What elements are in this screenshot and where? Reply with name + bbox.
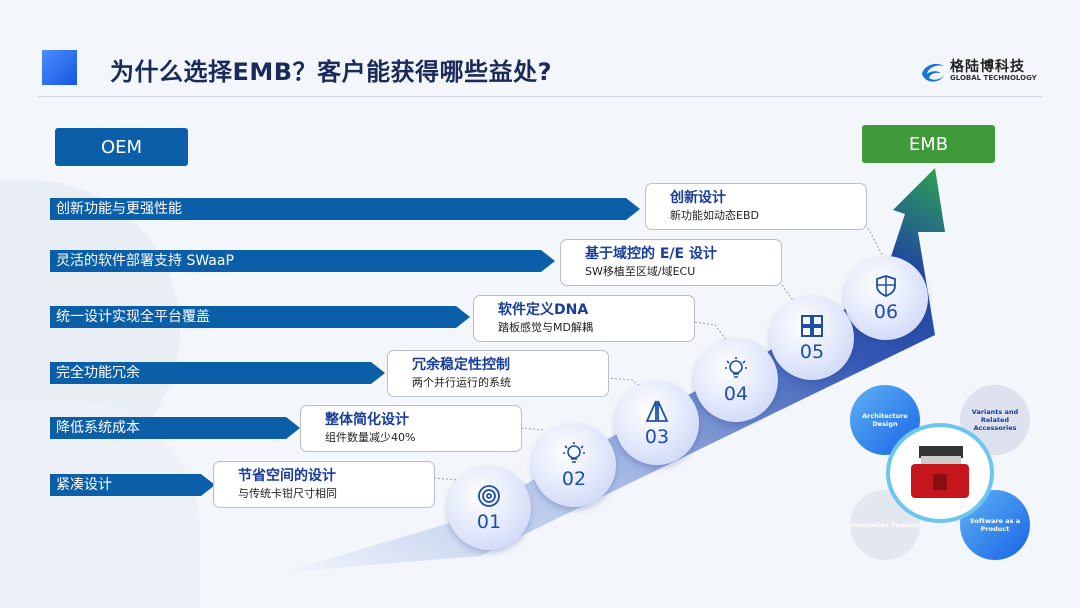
step-number: 04 <box>723 383 749 405</box>
step-node: 04 <box>694 338 778 422</box>
card-title: 冗余稳定性控制 <box>412 357 510 373</box>
shield-icon <box>876 275 896 297</box>
cycle-item: Variants and Related Accessories <box>960 385 1030 455</box>
benefit-bar: 灵活的软件部署支持 SWaaP <box>50 250 555 272</box>
benefit-card: 冗余稳定性控制两个并行运行的系统 <box>387 350 609 397</box>
step-number: 03 <box>644 426 670 448</box>
cycle-ring <box>886 423 994 523</box>
emb-cycle-diagram: Architecture Design Variants and Related… <box>848 385 1038 560</box>
step-node: 01 <box>447 466 531 550</box>
emb-caliper-image <box>911 445 969 498</box>
card-desc: 与传统卡钳尺寸相同 <box>238 487 337 500</box>
benefit-card: 基于域控的 E/E 设计 SW移植至区域/域ECU <box>560 239 782 286</box>
benefit-card: 整体简化设计组件数量减少40% <box>300 405 522 452</box>
card-desc: 踏板感觉与MD解耦 <box>498 321 593 334</box>
step-node: 03 <box>615 381 699 465</box>
card-title: 创新设计 <box>670 190 726 206</box>
brake-disc-icon <box>478 485 500 507</box>
card-title: 基于域控的 E/E 设计 <box>585 246 717 262</box>
step-number: 05 <box>799 341 825 363</box>
benefit-card: 软件定义DNA 踏板感觉与MD解耦 <box>473 295 695 342</box>
card-desc: 组件数量减少40% <box>325 431 416 444</box>
logo-icon <box>922 63 944 82</box>
step-number: 01 <box>476 511 502 533</box>
benefit-card: 节省空间的设计与传统卡钳尺寸相同 <box>213 461 435 508</box>
logo-subtext: GLOBAL TECHNOLOGY <box>950 74 1037 82</box>
oem-label: OEM <box>55 128 188 166</box>
benefit-card: 创新设计新功能如动态EBD <box>645 183 867 230</box>
lightbulb-icon <box>563 442 585 463</box>
page-title: 为什么选择EMB？客户能获得哪些益处? <box>110 58 552 86</box>
card-desc: 两个并行运行的系统 <box>412 376 511 389</box>
company-logo: 格陆博科技 GLOBAL TECHNOLOGY <box>918 56 1043 88</box>
step-number: 06 <box>873 301 899 323</box>
step-node: 05 <box>770 296 854 380</box>
card-title: 节省空间的设计 <box>238 468 336 484</box>
card-desc: 新功能如动态EBD <box>670 209 759 222</box>
sail-icon <box>645 400 669 422</box>
card-title: 整体简化设计 <box>325 412 409 428</box>
step-node: 06 <box>844 256 928 340</box>
step-number: 02 <box>561 468 587 490</box>
card-desc: SW移植至区域/域ECU <box>585 265 696 278</box>
header-divider <box>38 96 1042 97</box>
logo-text: 格陆博科技 <box>950 59 1025 75</box>
benefit-bar: 紧凑设计 <box>50 474 215 496</box>
emb-label: EMB <box>862 125 995 163</box>
benefit-bar: 降低系统成本 <box>50 417 300 439</box>
benefit-bar: 创新功能与更强性能 <box>50 198 640 220</box>
benefit-bar: 完全功能冗余 <box>50 362 385 384</box>
lightbulb-icon <box>725 357 747 378</box>
benefit-bar: 统一设计实现全平台覆盖 <box>50 306 470 328</box>
grid-icon <box>801 315 823 337</box>
step-node: 02 <box>532 423 616 507</box>
title-marker <box>42 50 77 85</box>
card-title: 软件定义DNA <box>498 302 589 318</box>
